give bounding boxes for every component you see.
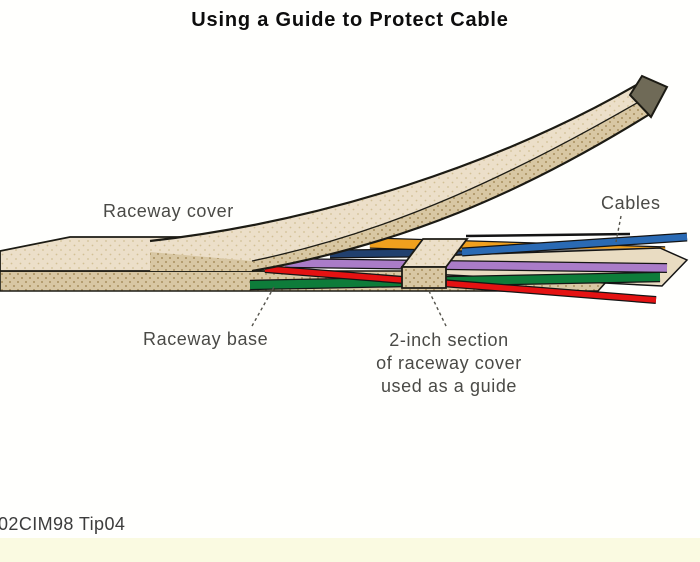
cover-seam-edge bbox=[251, 95, 650, 262]
leader-raceway-base bbox=[251, 286, 275, 327]
cable-blue bbox=[461, 233, 688, 256]
page-title: Using a Guide to Protect Cable bbox=[191, 9, 508, 31]
raceway-cover-band-top bbox=[150, 80, 649, 261]
label-guide-line2: of raceway cover bbox=[376, 353, 522, 373]
footer-strip bbox=[0, 538, 700, 562]
label-raceway-base: Raceway base bbox=[143, 329, 268, 349]
cover-bottom-edge bbox=[251, 111, 654, 273]
label-guide-line1: 2-inch section bbox=[389, 330, 508, 350]
leader-cables bbox=[615, 215, 622, 243]
guide-block-front bbox=[401, 266, 447, 289]
cable-black bbox=[465, 232, 631, 238]
label-cables: Cables bbox=[601, 193, 661, 213]
leader-guide bbox=[428, 290, 448, 329]
cover-top-edge bbox=[149, 79, 646, 243]
label-raceway-cover: Raceway cover bbox=[103, 201, 234, 221]
footer-code: 02CIM98 Tip04 bbox=[0, 514, 125, 534]
cables-group bbox=[249, 232, 689, 304]
cable-red bbox=[264, 266, 657, 303]
cable-purple bbox=[284, 259, 668, 272]
cover-tip-cut-face bbox=[628, 74, 669, 119]
label-guide-line3: used as a guide bbox=[381, 376, 517, 396]
